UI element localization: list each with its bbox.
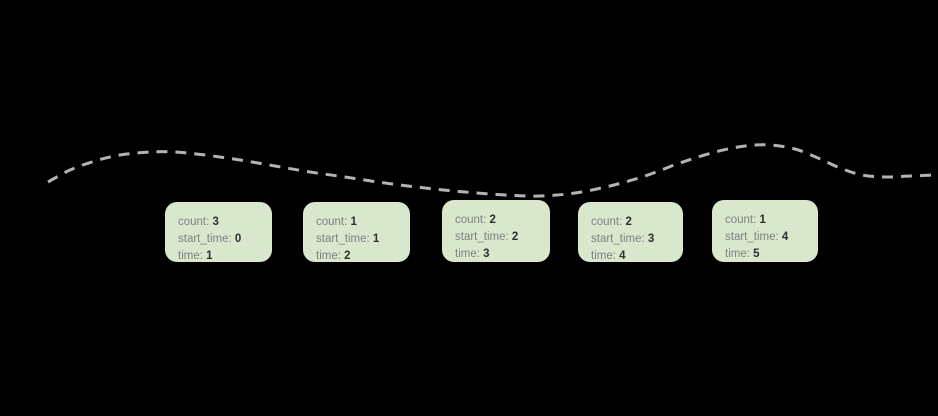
tooltip-field-key: count:: [316, 216, 348, 228]
tooltip-field-start_time: start_time: 1: [316, 231, 396, 248]
tooltip-field-time: time: 5: [725, 246, 804, 263]
tooltip-field-key: time:: [725, 248, 750, 260]
dashed-trend-curve: [47, 143, 936, 198]
tooltip-field-key: count:: [455, 214, 487, 226]
tooltip-field-count: count: 3: [178, 214, 258, 231]
tooltip-field-time: time: 4: [591, 248, 669, 265]
tooltip-field-value: 3: [483, 248, 490, 260]
tooltip-field-value: 2: [489, 214, 496, 226]
tooltip-field-value: 1: [372, 233, 380, 245]
tooltip-field-value: 2: [625, 216, 632, 228]
tooltip-field-key: count:: [725, 214, 757, 226]
tooltip-field-key: time:: [316, 250, 341, 262]
tooltip-field-start_time: start_time: 2: [455, 229, 536, 246]
tooltip-field-time: time: 3: [455, 246, 536, 263]
tooltip-field-value: 3: [647, 233, 655, 245]
tooltip-field-start_time: start_time: 4: [725, 229, 804, 246]
tooltip-field-value: 2: [511, 231, 519, 243]
tooltip-field-key: start_time:: [725, 231, 779, 243]
tooltip-field-key: time:: [455, 248, 480, 260]
tooltip-field-value: 4: [781, 231, 789, 243]
tooltip-field-key: count:: [178, 216, 210, 228]
tooltip-field-start_time: start_time: 3: [591, 231, 669, 248]
tooltip-field-start_time: start_time: 0: [178, 231, 258, 248]
tooltip-field-count: count: 2: [591, 214, 669, 231]
tooltip-field-value: 1: [350, 216, 357, 228]
tooltip-field-count: count: 1: [316, 214, 396, 231]
tooltip-field-value: 1: [206, 250, 213, 262]
tooltip-field-key: start_time:: [455, 231, 509, 243]
tooltip-field-key: time:: [178, 250, 203, 262]
tooltip-field-value: 2: [344, 250, 351, 262]
tooltip-field-key: time:: [591, 250, 616, 262]
tooltip-field-count: count: 2: [455, 212, 536, 229]
tooltip-field-value: 3: [212, 216, 219, 228]
tooltip-field-value: 5: [753, 248, 760, 260]
tooltip-field-time: time: 2: [316, 248, 396, 265]
tooltip-field-key: start_time:: [591, 233, 645, 245]
tooltip-field-key: start_time:: [178, 233, 232, 245]
tooltip-field-count: count: 1: [725, 212, 804, 229]
tooltip-field-value: 1: [759, 214, 766, 226]
tooltip-field-key: count:: [591, 216, 623, 228]
tooltip-field-value: 4: [619, 250, 626, 262]
tooltip-field-key: start_time:: [316, 233, 370, 245]
tooltip-field-time: time: 1: [178, 248, 258, 265]
tooltip-field-value: 0: [234, 233, 242, 245]
